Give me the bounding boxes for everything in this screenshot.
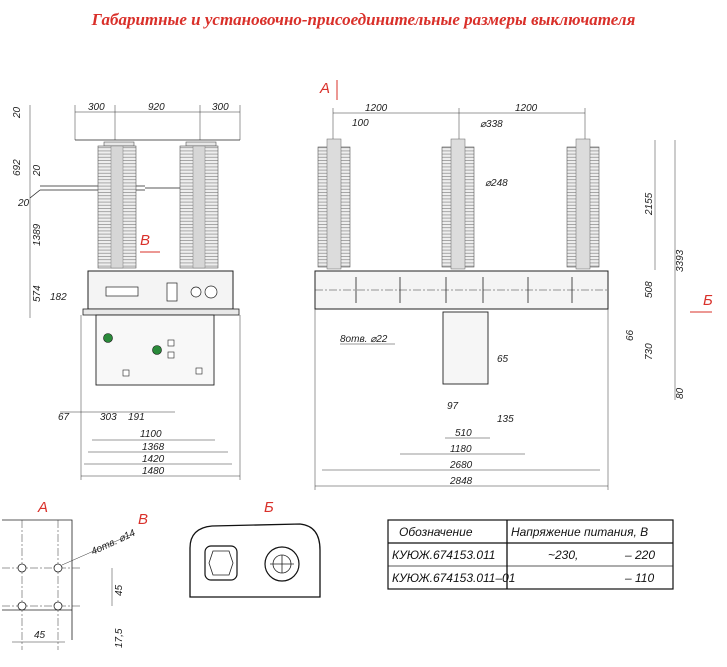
dim-side-bottom-5: 1180 xyxy=(450,444,472,455)
dim-side-bottom-7: 2848 xyxy=(449,476,473,487)
detail-a-dim-3: 17,5 xyxy=(114,628,125,648)
detail-a-label: А xyxy=(37,499,48,516)
holes-label: 8отв. ⌀22 xyxy=(340,334,388,345)
detail-a: А В 4отв. ⌀14 45 45 17,5 xyxy=(2,499,148,650)
side-view: А Б 1200 1200 100 ⌀338 ⌀248 2 xyxy=(314,80,713,490)
dim-bottom-3: 191 xyxy=(128,412,145,423)
designation-table: Обозначение Напряжение питания, В КУЮЖ.6… xyxy=(387,519,674,590)
dim-side-right-1: 2155 xyxy=(644,192,655,216)
view-mark-a: А xyxy=(319,80,330,97)
dim-bottom-7: 1480 xyxy=(142,466,165,477)
dim-side-right-3: 508 xyxy=(644,281,655,298)
dim-side-5: ⌀248 xyxy=(485,178,508,189)
dim-side-right-2: 3393 xyxy=(675,249,686,272)
dim-side-right-5: 730 xyxy=(644,343,655,360)
table-header-voltage: Напряжение питания, В xyxy=(511,525,648,539)
table-row-2-code: КУЮЖ.674153.011–01 xyxy=(392,571,515,585)
view-mark-b: Б xyxy=(703,292,713,309)
detail-a-holes: 4отв. ⌀14 xyxy=(90,528,138,558)
table-row-1-v1: ~230, xyxy=(548,548,578,562)
detail-a-dim-1: 45 xyxy=(114,584,125,596)
table-row-1-code: КУЮЖ.674153.011 xyxy=(392,548,495,562)
dim-side-4: ⌀338 xyxy=(480,119,503,130)
detail-b-label: Б xyxy=(264,499,274,516)
dim-side-bottom-1: 65 xyxy=(497,354,509,365)
dim-left-2: 692 xyxy=(12,159,23,176)
dim-left-6: 574 xyxy=(32,285,43,302)
detail-a-dim-2: 45 xyxy=(34,630,46,641)
dim-side-right-6: 80 xyxy=(675,387,686,399)
detail-a-view-mark: В xyxy=(138,511,148,528)
dim-side-bottom-4: 510 xyxy=(455,428,472,439)
view-mark-v: В xyxy=(140,232,150,249)
dim-top-2: 920 xyxy=(148,102,165,113)
table-header-code: Обозначение xyxy=(399,525,473,539)
dim-left-3: 20 xyxy=(32,164,43,177)
dim-left-7: 182 xyxy=(50,292,67,303)
dim-left-1: 20 xyxy=(12,106,23,119)
dim-side-bottom-6: 2680 xyxy=(449,460,473,471)
front-view: 300 920 300 20 692 20 xyxy=(12,102,241,480)
dim-top-3: 300 xyxy=(212,102,229,113)
dim-bottom-6: 1420 xyxy=(142,454,165,465)
dim-left-5: 1389 xyxy=(32,223,43,246)
dim-bottom-2: 303 xyxy=(100,412,117,423)
dim-bottom-4: 1100 xyxy=(140,429,162,440)
dim-bottom-1: 67 xyxy=(58,412,70,423)
table-row-2-v2: – 110 xyxy=(624,571,654,585)
dim-side-bottom-2: 97 xyxy=(447,401,459,412)
dim-bottom-5: 1368 xyxy=(142,442,165,453)
page-title: Габаритные и установочно-присоединительн… xyxy=(91,10,636,29)
dim-left-4: 20 xyxy=(17,198,30,209)
dim-side-bottom-3: 135 xyxy=(497,414,514,425)
dim-side-2: 1200 xyxy=(515,103,538,114)
dim-top-1: 300 xyxy=(88,102,105,113)
dim-side-right-4: 66 xyxy=(625,329,636,341)
detail-b: Б xyxy=(189,499,321,598)
dim-side-3: 100 xyxy=(352,118,369,129)
table-row-1-v2: – 220 xyxy=(624,548,655,562)
dim-side-1: 1200 xyxy=(365,103,388,114)
